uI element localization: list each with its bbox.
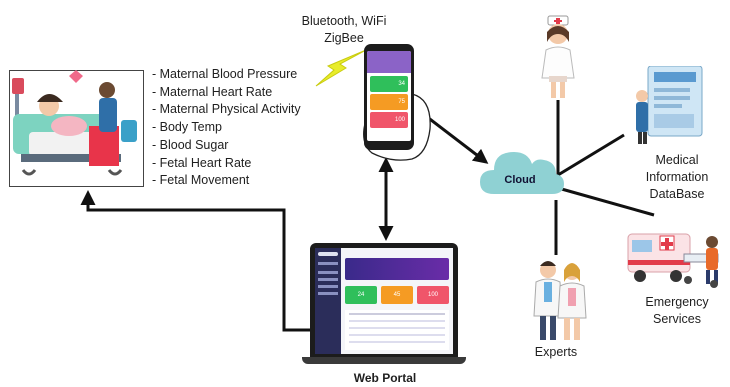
portal-sidebar [315,248,341,354]
laptop-screen: 24 45 100 [315,248,453,354]
phone-screen: 34 75 100 [367,51,411,141]
parameter-item: - Body Temp [152,120,222,135]
emergency-services-illustration [627,233,719,288]
parameter-item: - Fetal Movement [152,173,250,188]
phone-tile-red: 100 [370,112,408,128]
medical-database-label: Medical Information DataBase [624,152,730,203]
phone-tile-orange: 75 [370,94,408,110]
phone-tile-green: 34 [370,76,408,92]
connectivity-line-1: Bluetooth, WiFi [301,14,387,28]
cloud-db-line [557,133,625,177]
medical-database-illustration [636,66,703,144]
phone-body: 34 75 100 [364,44,414,150]
emergency-services-label: Emergency Services [645,295,709,326]
parameter-item: - Blood Sugar [152,137,229,152]
portal-patient-arrow [80,190,310,332]
portal-tile-green: 24 [345,286,377,304]
cloud-label: Cloud [504,174,536,186]
nurse-illustration [541,15,575,98]
medical-database-line-2: DataBase [649,187,705,201]
parameter-item: - Maternal Physical Activity [152,102,301,117]
parameter-item: - Fetal Heart Rate [152,155,252,170]
portal-tile-orange: 45 [381,286,413,304]
portal-table [345,310,449,350]
patient-scene-illustration [9,70,144,187]
smartphone-device: 34 75 100 [360,44,431,161]
parameter-item: - Maternal Heart Rate [152,84,273,99]
portal-banner [345,258,449,280]
phone-screen-header [367,51,411,73]
laptop-lid: 24 45 100 [310,243,458,357]
wireless-signal-icon [315,49,367,87]
connectivity-label: Bluetooth, WiFi ZigBee [298,13,390,47]
cloud-emergency-line [557,186,655,217]
laptop-base [302,357,466,364]
parameter-item: - Maternal Blood Pressure [152,67,298,81]
portal-tile-red: 100 [417,286,449,304]
experts-label: Experts [534,345,578,359]
laptop-device: 24 45 100 [302,243,466,365]
web-portal-label: Web Portal [353,371,417,385]
medical-database-line-1: Medical Information [645,153,709,184]
experts-illustration [533,261,587,340]
monitored-parameters-list: - Maternal Blood Pressure - Maternal Hea… [152,66,301,190]
cloud-icon [480,152,564,194]
connectivity-line-2: ZigBee [324,31,364,45]
